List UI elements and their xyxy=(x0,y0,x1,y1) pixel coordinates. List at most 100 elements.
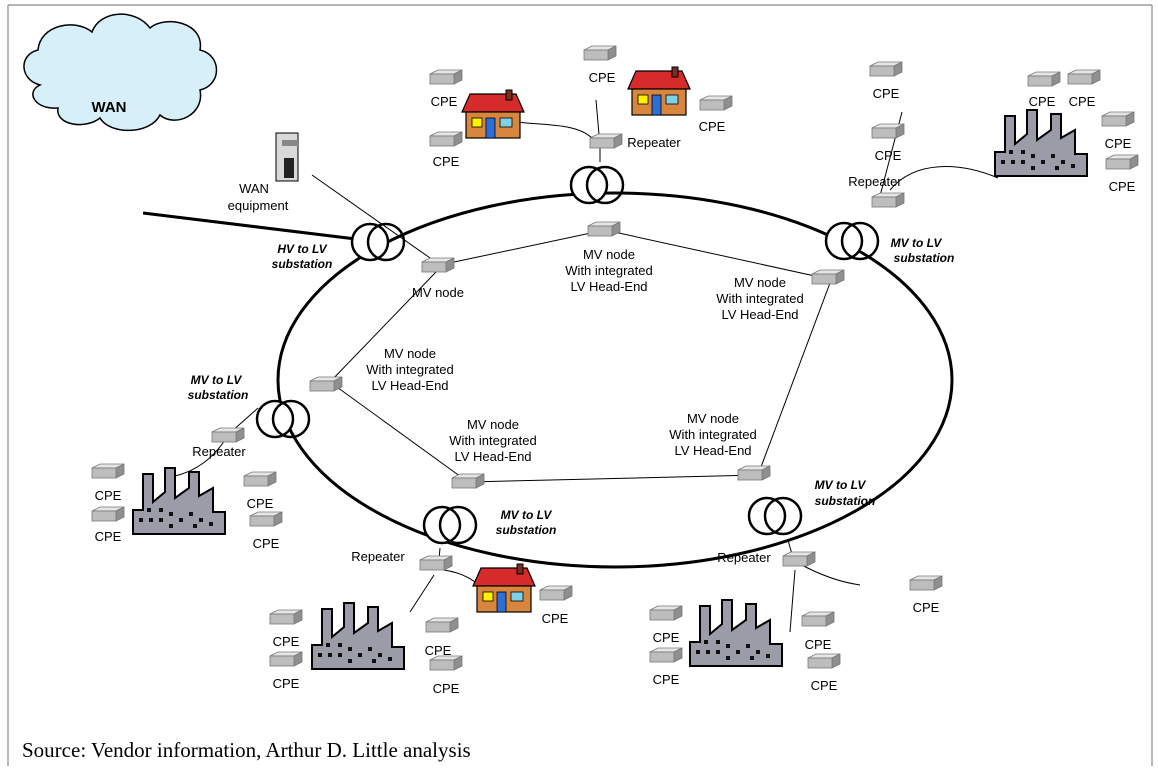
top-node-label-3: LV Head-End xyxy=(570,279,647,294)
mv-node-box-left xyxy=(309,376,343,392)
left-node-label-2: With integrated xyxy=(366,362,453,377)
top-node-label-2: With integrated xyxy=(565,263,652,278)
repeater-box-right xyxy=(871,192,905,208)
cpe-label: CPE xyxy=(811,678,838,693)
cpe-label: CPE xyxy=(425,643,452,658)
cpe-box xyxy=(425,617,459,633)
cpe-box xyxy=(269,651,303,667)
cpe-label: CPE xyxy=(273,676,300,691)
cpe-box xyxy=(243,471,277,487)
left-substation-label-2: substation xyxy=(188,388,249,402)
cpe-label: CPE xyxy=(95,529,122,544)
cpe-label: CPE xyxy=(805,637,832,652)
repeater-label-bottom-right: Repeater xyxy=(717,550,771,565)
cpe-box xyxy=(1067,69,1101,85)
cpe-label: CPE xyxy=(433,154,460,169)
left-node-label-1: MV node xyxy=(384,346,436,361)
cpe-box xyxy=(871,123,905,139)
wan-equipment-label-1: WAN xyxy=(239,181,269,196)
top-node-label-1: MV node xyxy=(583,247,635,262)
factory-icon xyxy=(311,602,405,670)
left-node-label-3: LV Head-End xyxy=(371,378,448,393)
cpe-box xyxy=(1105,154,1139,170)
cpe-label: CPE xyxy=(273,634,300,649)
cpe-box xyxy=(539,585,573,601)
cpe-label: CPE xyxy=(95,488,122,503)
source-caption: Source: Vendor information, Arthur D. Li… xyxy=(22,738,471,762)
house-icon xyxy=(472,563,536,613)
cpe-box xyxy=(429,131,463,147)
right-node-label-1: MV node xyxy=(734,275,786,290)
cpe-label: CPE xyxy=(542,611,569,626)
bottom-right-node-label-1: MV node xyxy=(687,411,739,426)
bottom-right-node-label-3: LV Head-End xyxy=(674,443,751,458)
cpe-label: CPE xyxy=(873,86,900,101)
bottom-left-node-label-1: MV node xyxy=(467,417,519,432)
cpe-box xyxy=(869,61,903,77)
cpe-label: CPE xyxy=(653,672,680,687)
cpe-label: CPE xyxy=(913,600,940,615)
cpe-label: CPE xyxy=(589,70,616,85)
cpe-box xyxy=(91,506,125,522)
mv-node-label: MV node xyxy=(412,285,464,300)
repeater-label-left: Repeater xyxy=(192,444,246,459)
left-substation-label-1: MV to LV xyxy=(191,373,243,387)
cpe-label: CPE xyxy=(247,496,274,511)
cpe-box xyxy=(699,95,733,111)
cpe-label: CPE xyxy=(1105,136,1132,151)
cpe-box xyxy=(583,45,617,61)
wan-equipment-label-2: equipment xyxy=(228,198,289,213)
bottom-right-node-label-2: With integrated xyxy=(669,427,756,442)
house-icon xyxy=(627,66,691,116)
repeater-box-left xyxy=(211,427,245,443)
cpe-label: CPE xyxy=(431,94,458,109)
right-substation-label-2: substation xyxy=(894,251,955,265)
cpe-label: CPE xyxy=(1069,94,1096,109)
repeater-box-bottom-right xyxy=(782,551,816,567)
bottom-left-transformer-icon xyxy=(422,505,478,545)
right-node-label-2: With integrated xyxy=(716,291,803,306)
hv-lv-transformer-icon xyxy=(350,222,406,262)
cpe-box xyxy=(429,69,463,85)
mv-node-box xyxy=(421,257,455,273)
cpe-label: CPE xyxy=(653,630,680,645)
bottom-left-substation-label-2: substation xyxy=(496,523,557,537)
cpe-box xyxy=(1027,71,1061,87)
cpe-box xyxy=(269,609,303,625)
mv-node-box-right xyxy=(811,269,845,285)
left-transformer-icon xyxy=(255,399,311,439)
right-transformer-icon xyxy=(824,221,880,261)
hv-lv-substation-label-1: HV to LV xyxy=(277,242,327,256)
cpe-box xyxy=(249,511,283,527)
top-transformer-icon xyxy=(569,165,625,205)
mv-node-box-bottom-right xyxy=(737,465,771,481)
cpe-box xyxy=(807,653,841,669)
repeater-box-top xyxy=(589,133,623,149)
power-ring xyxy=(276,191,954,569)
bottom-right-substation-label-2: substation xyxy=(815,494,876,508)
cpe-box xyxy=(1101,111,1135,127)
cpe-label: CPE xyxy=(875,148,902,163)
wan-equipment-icon xyxy=(275,132,299,182)
bottom-right-substation-label-1: MV to LV xyxy=(815,478,867,492)
hv-lv-substation-label-2: substation xyxy=(272,257,333,271)
house-icon xyxy=(461,89,525,139)
factory-icon xyxy=(689,599,783,667)
bottom-left-node-label-3: LV Head-End xyxy=(454,449,531,464)
repeater-label-right: Repeater xyxy=(848,174,902,189)
repeater-label-top: Repeater xyxy=(627,135,681,150)
factory-icon xyxy=(132,467,226,535)
bottom-left-substation-label-1: MV to LV xyxy=(501,508,553,522)
cpe-box xyxy=(91,463,125,479)
repeater-box-bottom-left xyxy=(419,555,453,571)
cpe-box xyxy=(649,647,683,663)
cpe-label: CPE xyxy=(433,681,460,696)
cpe-box xyxy=(909,575,943,591)
cpe-label: CPE xyxy=(699,119,726,134)
factory-icon xyxy=(994,109,1088,177)
cpe-box xyxy=(801,611,835,627)
bottom-left-node-label-2: With integrated xyxy=(449,433,536,448)
cpe-label: CPE xyxy=(1029,94,1056,109)
